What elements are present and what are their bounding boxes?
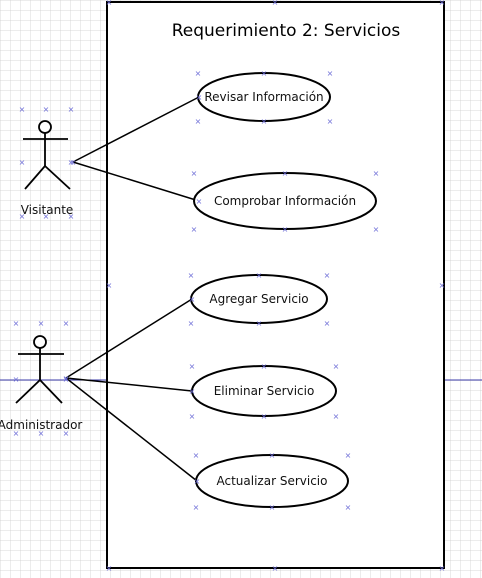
selection-marker: × [324, 271, 331, 280]
use-case-label: Revisar Información [204, 90, 323, 104]
selection-marker: × [189, 412, 196, 421]
selection-marker: × [13, 319, 20, 328]
selection-marker: × [261, 117, 268, 126]
selection-marker: × [261, 69, 268, 78]
selection-marker: × [324, 319, 331, 328]
association-visitante-uc2[interactable] [72, 161, 200, 202]
actor-administrador[interactable]: Administrador [0, 335, 82, 432]
selection-marker: × [439, 0, 446, 7]
selection-marker: × [38, 429, 45, 438]
use-case-label: Agregar Servicio [209, 292, 308, 306]
associations [65, 96, 200, 482]
selection-marker: × [13, 375, 20, 384]
selection-marker: × [106, 564, 113, 573]
selection-marker: × [272, 564, 279, 573]
selection-marker: × [63, 374, 70, 383]
association-visitante-uc1[interactable] [72, 96, 200, 163]
selection-marker: × [68, 212, 75, 221]
selection-marker: × [19, 105, 26, 114]
selection-marker: × [43, 212, 50, 221]
selection-marker: × [269, 451, 276, 460]
selection-marker: × [189, 387, 196, 396]
selection-marker: × [261, 412, 268, 421]
selection-marker: × [256, 319, 263, 328]
use-case-uc3[interactable]: Agregar Servicio [190, 274, 328, 324]
selection-marker: × [106, 281, 113, 290]
selection-marker: × [19, 158, 26, 167]
selection-marker: × [345, 451, 352, 460]
selection-marker: × [327, 69, 334, 78]
selection-marker: × [196, 93, 203, 102]
use-case-label: Eliminar Servicio [214, 384, 315, 398]
actor-label: Administrador [0, 418, 82, 432]
selection-marker: × [195, 69, 202, 78]
use-case-uc5[interactable]: Actualizar Servicio [195, 454, 349, 508]
selection-marker: × [189, 362, 196, 371]
association-administrador-uc5[interactable] [65, 377, 198, 482]
selection-marker: × [194, 477, 201, 486]
actor-label: Visitante [21, 203, 74, 217]
selection-marker: × [189, 295, 196, 304]
selection-marker: × [191, 169, 198, 178]
selection-marker: × [70, 158, 77, 167]
stick-figure-icon [15, 335, 64, 404]
selection-marker: × [188, 319, 195, 328]
selection-marker: × [256, 271, 263, 280]
selection-marker: × [345, 503, 352, 512]
selection-marker: × [282, 225, 289, 234]
use-case-uc1[interactable]: Revisar Información [197, 72, 331, 122]
use-case-label: Comprobar Información [214, 194, 356, 208]
selection-marker: × [333, 412, 340, 421]
selection-markers: × × × × × × × × × × × × × × × × × × × × × × × × × × × × × × × × × × × × × × × ×… [13, 0, 446, 573]
system-title: Requerimiento 2: Servicios [172, 21, 401, 41]
selection-marker: × [261, 362, 268, 371]
selection-marker: × [63, 375, 70, 384]
association-administrador-uc3[interactable] [65, 298, 193, 379]
use-case-uc2[interactable]: Comprobar Información [193, 172, 377, 230]
selection-marker: × [68, 158, 75, 167]
selection-marker: × [193, 503, 200, 512]
actor-visitante[interactable]: Visitante [21, 120, 74, 217]
selection-marker: × [373, 169, 380, 178]
selection-marker: × [439, 564, 446, 573]
selection-marker: × [269, 503, 276, 512]
selection-marker: × [195, 117, 202, 126]
selection-marker: × [333, 362, 340, 371]
use-case-label: Actualizar Servicio [217, 474, 328, 488]
selection-marker: × [191, 225, 198, 234]
selection-marker: × [196, 197, 203, 206]
stick-figure-icon [23, 120, 71, 190]
association-administrador-uc4[interactable] [65, 377, 193, 392]
selection-marker: × [43, 105, 50, 114]
selection-marker: × [13, 429, 20, 438]
selection-marker: × [68, 105, 75, 114]
selection-marker: × [193, 451, 200, 460]
selection-marker: × [439, 281, 446, 290]
selection-marker: × [63, 319, 70, 328]
selection-marker: × [327, 117, 334, 126]
selection-marker: × [38, 319, 45, 328]
selection-marker: × [188, 271, 195, 280]
use-case-uc4[interactable]: Eliminar Servicio [191, 365, 337, 417]
selection-marker: × [63, 429, 70, 438]
selection-marker: × [282, 169, 289, 178]
selection-marker: × [272, 0, 279, 7]
selection-marker: × [106, 0, 113, 7]
selection-marker: × [373, 225, 380, 234]
selection-marker: × [19, 212, 26, 221]
